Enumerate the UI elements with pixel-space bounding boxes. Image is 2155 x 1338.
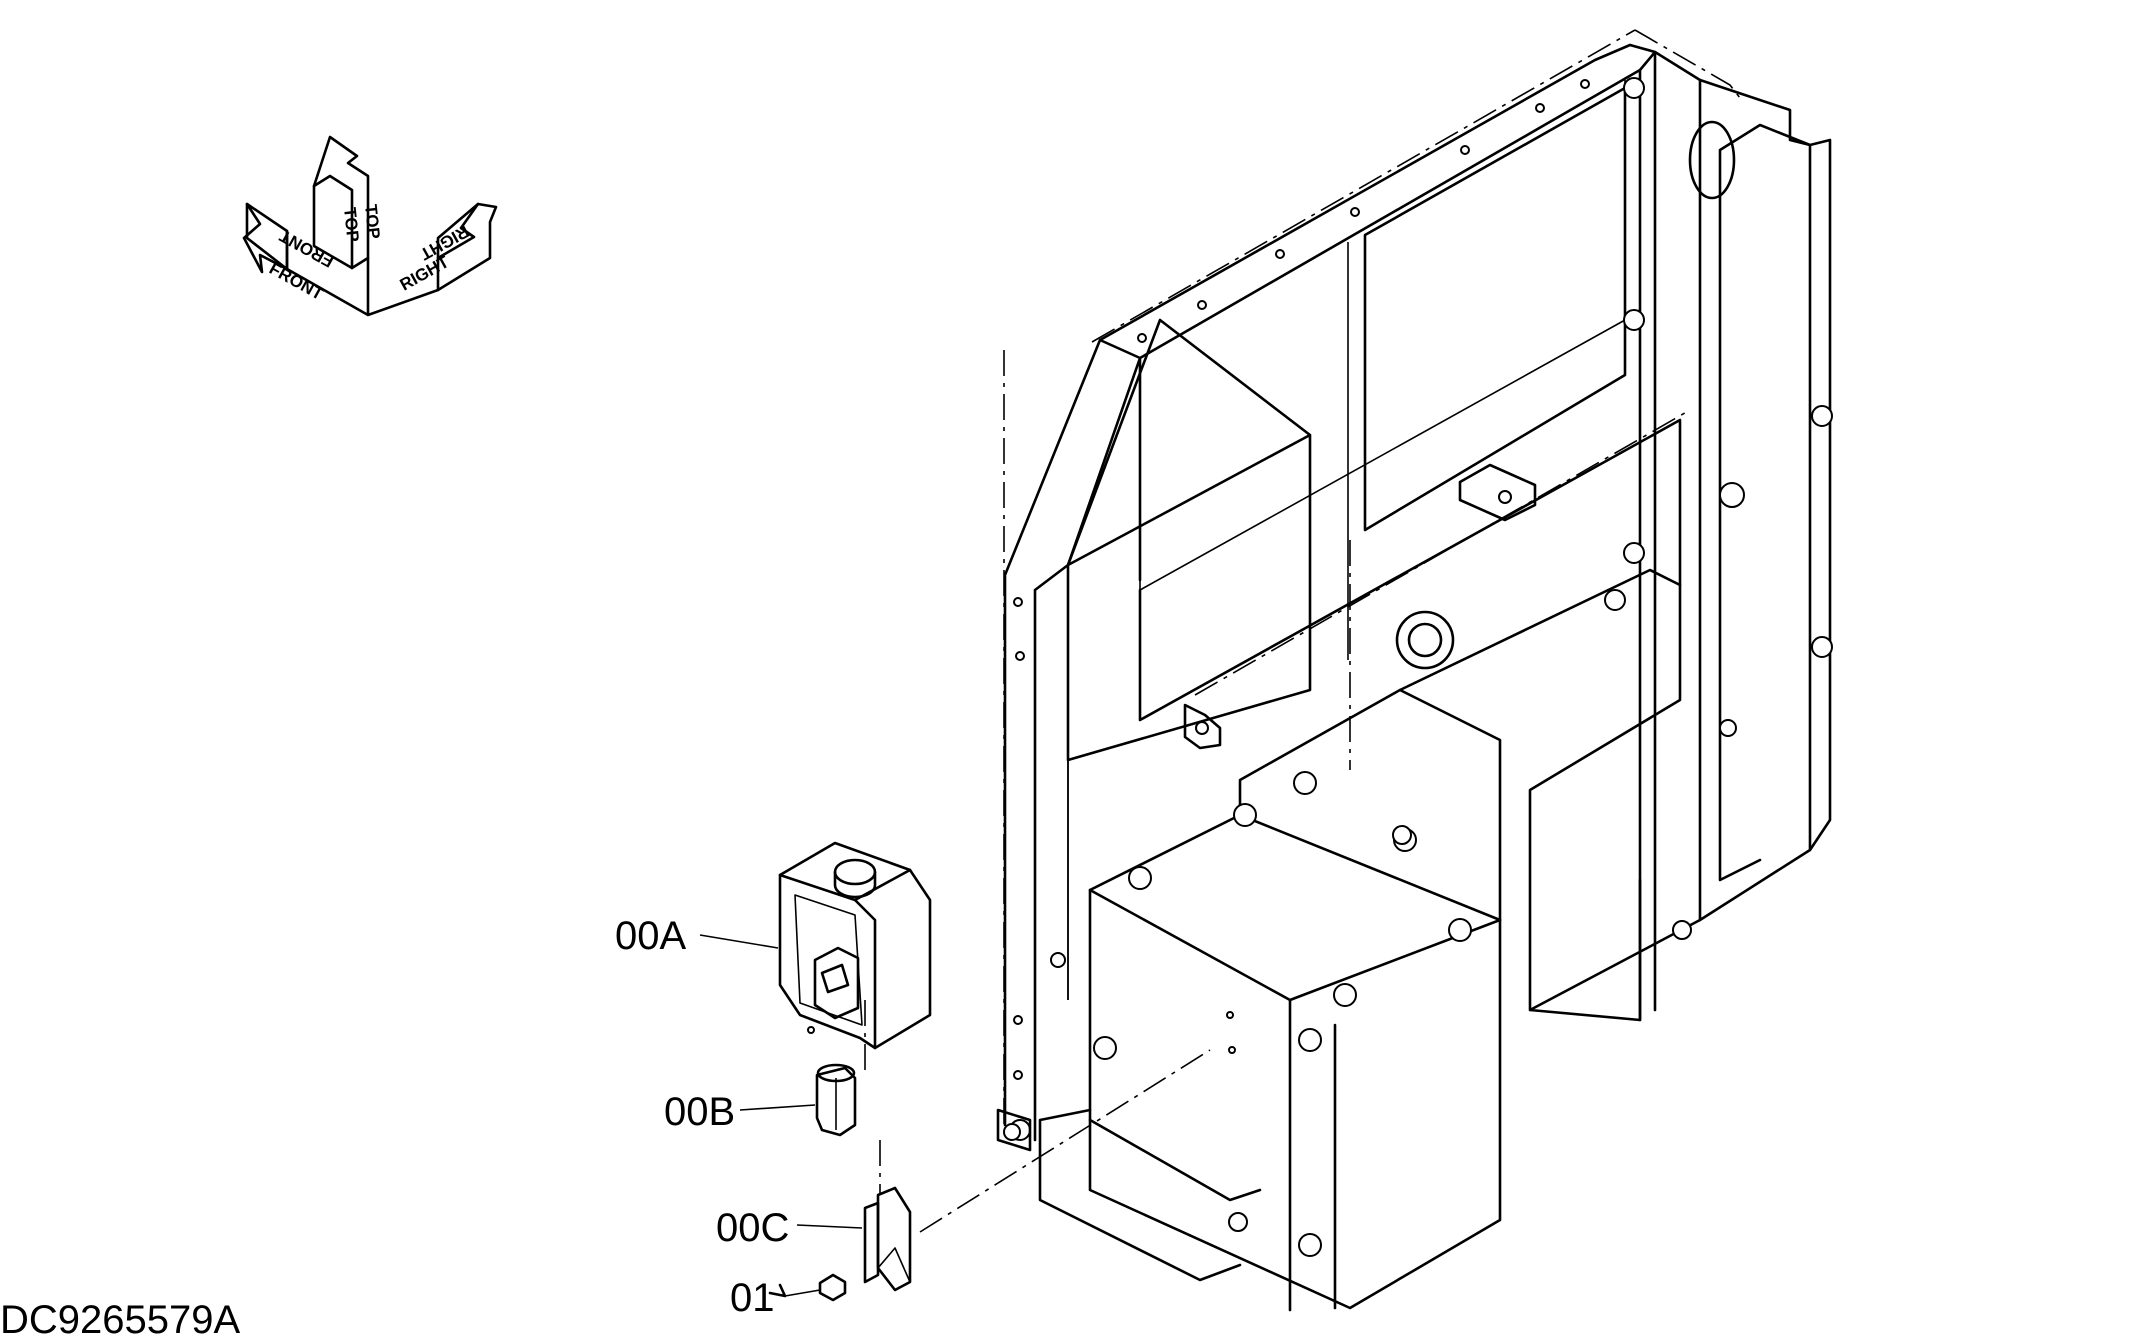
- orientation-top-label: TOP: [340, 206, 363, 242]
- lower-enclosure: [996, 568, 1682, 1312]
- top-arrow-icon: [312, 135, 370, 270]
- tank-part-00A: [778, 841, 932, 1050]
- part-label-00C: 00C: [716, 1206, 789, 1250]
- frame-bolts: [1604, 77, 1833, 940]
- part-00B: [815, 1063, 857, 1137]
- center-port: [1395, 610, 1455, 670]
- bracket-lower: [1183, 703, 1222, 750]
- top-frame-member: [1098, 43, 1702, 360]
- side-opening: [1688, 120, 1736, 200]
- orientation-indicator: FRONT FRONT TOP TOP RIGHT RIGHT: [242, 135, 498, 317]
- right-side-panel: [1698, 78, 1812, 922]
- drawing-id: DC9265579A: [0, 1298, 240, 1338]
- part-label-00B: 00B: [664, 1090, 735, 1134]
- bracket: [1458, 463, 1537, 522]
- floor-base: [1138, 418, 1702, 1022]
- part-00C: [863, 1186, 912, 1292]
- left-vertical-beam: [1003, 338, 1142, 1142]
- part-label-00A: 00A: [615, 914, 686, 958]
- leader-lines: [699, 934, 863, 1298]
- part-label-01: 01: [730, 1276, 775, 1320]
- orientation-top-label-2: TOP: [361, 203, 384, 239]
- enclosure-bolts: [1009, 771, 1472, 1257]
- back-panel: [1139, 80, 1626, 591]
- part-01: [818, 1273, 847, 1302]
- frame-assembly: [1003, 29, 1833, 1142]
- inner-block-left: [1066, 318, 1312, 762]
- inner-block-right: [1363, 86, 1627, 532]
